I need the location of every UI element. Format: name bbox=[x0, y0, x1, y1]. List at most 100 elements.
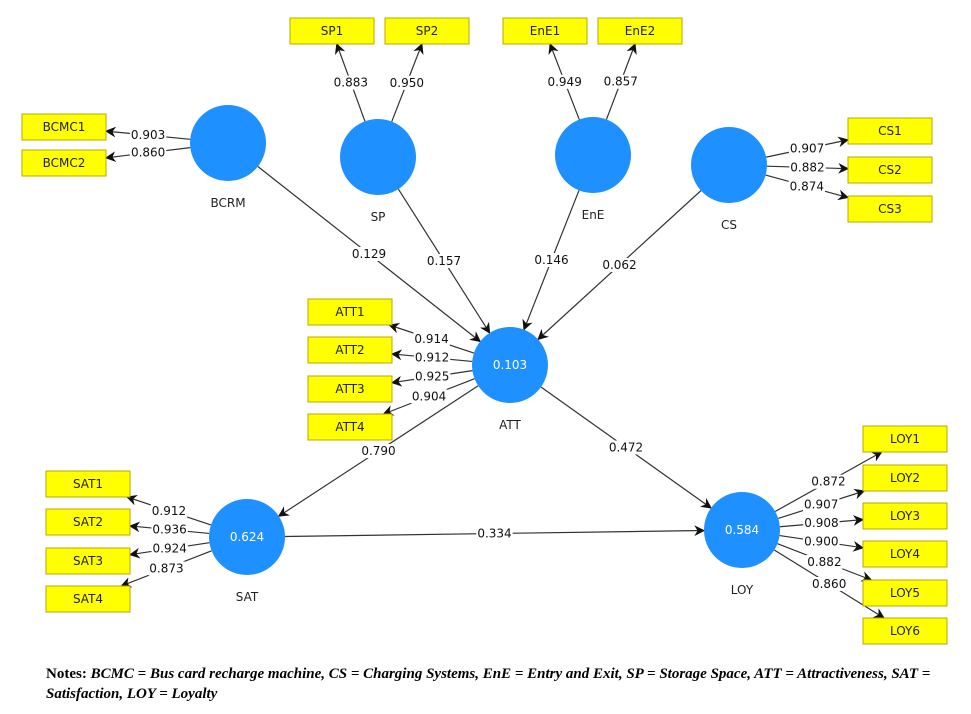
indicator-SAT3[interactable]: SAT3 bbox=[45, 547, 131, 575]
indicator-label: CS2 bbox=[878, 163, 902, 177]
indicator-box bbox=[862, 425, 948, 453]
indicator-box bbox=[862, 502, 948, 530]
indicator-LOY6[interactable]: LOY6 bbox=[862, 617, 948, 645]
construct-CS[interactable]: CS bbox=[691, 127, 767, 232]
label-background bbox=[413, 350, 451, 365]
indicator-box bbox=[847, 195, 933, 223]
label-background bbox=[151, 541, 188, 556]
indicator-label: CS1 bbox=[878, 124, 902, 138]
indicator-LOY2[interactable]: LOY2 bbox=[862, 464, 948, 492]
indicator-box bbox=[307, 413, 393, 441]
indicator-ATT4[interactable]: ATT4 bbox=[307, 413, 393, 441]
indicator-box bbox=[384, 17, 470, 45]
indicator-SP2[interactable]: SP2 bbox=[384, 17, 470, 45]
indicator-CS1[interactable]: CS1 bbox=[847, 117, 933, 145]
label-background bbox=[789, 160, 826, 175]
indicator-label: EnE1 bbox=[530, 24, 560, 38]
label-background bbox=[533, 253, 570, 267]
indicator-SAT2[interactable]: SAT2 bbox=[45, 508, 131, 536]
indicator-label: EnE2 bbox=[625, 24, 655, 38]
indicator-box bbox=[862, 617, 948, 645]
indicator-label: ATT2 bbox=[335, 343, 364, 357]
label-background bbox=[410, 389, 448, 404]
indicator-ATT1[interactable]: ATT1 bbox=[307, 298, 393, 326]
indicator-ATT2[interactable]: ATT2 bbox=[307, 336, 393, 364]
outer-loading: 0.908 bbox=[804, 516, 838, 530]
label-background bbox=[602, 74, 639, 89]
path-coefficient: 0.129 bbox=[352, 247, 386, 261]
indicator-label: CS3 bbox=[878, 202, 902, 216]
indicator-box bbox=[502, 17, 588, 45]
indicator-box bbox=[21, 113, 107, 141]
indicator-label: ATT3 bbox=[335, 382, 364, 396]
label-background bbox=[803, 497, 840, 512]
indicator-LOY5[interactable]: LOY5 bbox=[862, 579, 948, 607]
path-coefficient: 0.146 bbox=[534, 253, 568, 267]
path-coefficient: 0.062 bbox=[602, 258, 636, 272]
construct-SP[interactable]: SP bbox=[340, 119, 416, 224]
outer-loading: 0.872 bbox=[811, 475, 845, 489]
label-background bbox=[332, 75, 370, 90]
indicator-CS2[interactable]: CS2 bbox=[847, 156, 933, 184]
label-background bbox=[425, 254, 463, 268]
outer-loading: 0.924 bbox=[153, 542, 187, 556]
outer-loading: 0.950 bbox=[390, 76, 424, 90]
indicator-CS3[interactable]: CS3 bbox=[847, 195, 933, 223]
indicator-label: LOY1 bbox=[890, 432, 920, 446]
label-background bbox=[546, 74, 583, 89]
label-background bbox=[806, 554, 843, 569]
outer-loading: 0.857 bbox=[604, 75, 638, 89]
indicator-box bbox=[847, 156, 933, 184]
label-background bbox=[360, 444, 397, 458]
indicator-label: LOY3 bbox=[890, 509, 920, 523]
label-background bbox=[350, 247, 388, 261]
indicator-label: SAT1 bbox=[73, 477, 103, 491]
outer-loading: 0.912 bbox=[415, 351, 449, 365]
notes-text: BCMC = Bus card recharge machine, CS = C… bbox=[46, 666, 931, 702]
construct-circle bbox=[704, 492, 780, 568]
indicator-box bbox=[21, 149, 107, 177]
outer-loading: 0.949 bbox=[547, 75, 581, 89]
construct-circle bbox=[691, 127, 767, 203]
indicator-EnE2[interactable]: EnE2 bbox=[597, 17, 683, 45]
notes: Notes: BCMC = Bus card recharge machine,… bbox=[46, 664, 946, 704]
indicator-BCMC2[interactable]: BCMC2 bbox=[21, 149, 107, 177]
indicator-box bbox=[862, 579, 948, 607]
indicator-ATT3[interactable]: ATT3 bbox=[307, 375, 393, 403]
indicator-label: SAT2 bbox=[73, 515, 103, 529]
outer-loading: 0.900 bbox=[804, 535, 838, 549]
construct-BCRM[interactable]: BCRM bbox=[190, 105, 266, 210]
label-background bbox=[810, 474, 847, 489]
indicator-SAT4[interactable]: SAT4 bbox=[45, 585, 131, 613]
label-background bbox=[129, 145, 167, 160]
indicator-box bbox=[847, 117, 933, 145]
indicator-box bbox=[862, 540, 948, 568]
label-background bbox=[150, 503, 188, 518]
outer-loading: 0.860 bbox=[812, 577, 846, 591]
indicator-LOY4[interactable]: LOY4 bbox=[862, 540, 948, 568]
indicator-box bbox=[307, 336, 393, 364]
label-background bbox=[601, 258, 638, 272]
construct-circle bbox=[209, 499, 285, 575]
construct-EnE[interactable]: EnE bbox=[555, 117, 631, 222]
indicator-SAT1[interactable]: SAT1 bbox=[45, 470, 131, 498]
label-background bbox=[388, 75, 426, 90]
outer-loading: 0.882 bbox=[790, 160, 824, 174]
outer-loading: 0.903 bbox=[131, 128, 165, 142]
construct-circle bbox=[555, 117, 631, 193]
indicator-EnE1[interactable]: EnE1 bbox=[502, 17, 588, 45]
indicator-label: ATT4 bbox=[335, 420, 364, 434]
indicator-BCMC1[interactable]: BCMC1 bbox=[21, 113, 107, 141]
indicator-label: LOY2 bbox=[890, 471, 920, 485]
indicator-LOY1[interactable]: LOY1 bbox=[862, 425, 948, 453]
indicator-label: SP1 bbox=[321, 24, 344, 38]
construct-label: ATT bbox=[499, 418, 521, 432]
indicator-SP1[interactable]: SP1 bbox=[289, 17, 375, 45]
indicator-LOY3[interactable]: LOY3 bbox=[862, 502, 948, 530]
indicator-box bbox=[289, 17, 375, 45]
indicator-label: SP2 bbox=[416, 24, 439, 38]
construct-label: CS bbox=[721, 218, 737, 232]
